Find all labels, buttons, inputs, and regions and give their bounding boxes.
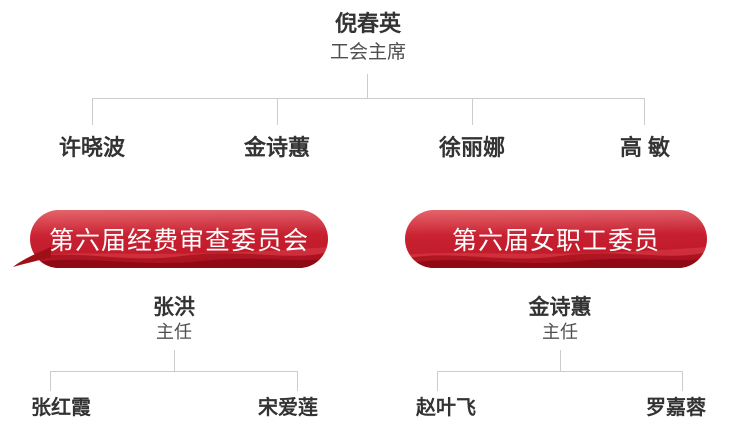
- connector-drop: [437, 371, 438, 391]
- ribbon-wave-decoration: [405, 247, 707, 268]
- member-name: 金诗蕙: [243, 135, 311, 160]
- section-leader-name: 张洪: [153, 296, 195, 319]
- member-name: 宋爱莲: [258, 397, 318, 419]
- member-name: 赵叶飞: [416, 397, 476, 419]
- connector-drop: [277, 98, 278, 125]
- root-name: 倪春英: [334, 11, 402, 36]
- connector-drop: [644, 98, 645, 125]
- connector-section-hline: [50, 371, 298, 372]
- connector-root-stem: [367, 74, 368, 98]
- connector-section-stem: [174, 350, 175, 371]
- banner-label: 第六届经费审查委员会: [48, 227, 309, 255]
- member-name: 张红霞: [31, 397, 91, 419]
- ribbon-wave-decoration: [30, 247, 328, 268]
- section-leader-title: 主任: [542, 322, 578, 342]
- ribbon-tail-decoration: [13, 247, 51, 267]
- connector-drop: [92, 98, 93, 125]
- section-leader-title: 主任: [156, 322, 192, 342]
- connector-drop: [472, 98, 473, 125]
- banner-funds-review-committee: 第六届经费审查委员会: [30, 210, 328, 268]
- member-name: 许晓波: [58, 135, 126, 160]
- section-leader-name: 金诗蕙: [528, 296, 592, 319]
- member-name: 徐丽娜: [438, 135, 506, 160]
- banner-label: 第六届女职工委员: [451, 227, 660, 255]
- connector-section-stem: [560, 350, 561, 371]
- connector-drop: [50, 371, 51, 391]
- connector-drop: [682, 371, 683, 391]
- connector-top-hline: [92, 98, 645, 99]
- connector-section-hline: [437, 371, 683, 372]
- member-name: 罗嘉蓉: [646, 397, 706, 419]
- member-name: 高 敏: [619, 135, 671, 160]
- banner-women-workers-committee: 第六届女职工委员: [405, 210, 707, 268]
- root-title: 工会主席: [329, 42, 407, 63]
- connector-drop: [297, 371, 298, 391]
